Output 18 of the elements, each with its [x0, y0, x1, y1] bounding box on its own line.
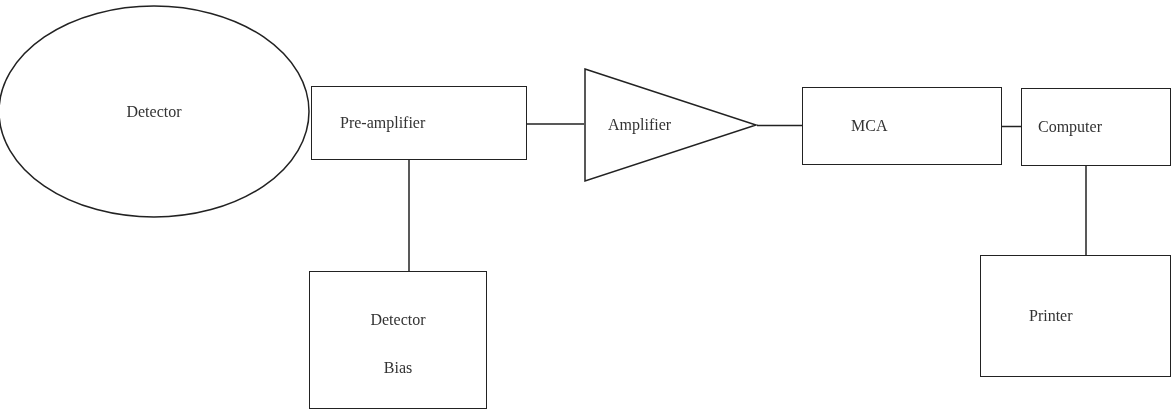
process-box: [1021, 88, 1171, 166]
process-box: [311, 86, 527, 160]
node-label: MCA: [851, 116, 888, 136]
amplifier-triangle: [584, 68, 757, 182]
connector-line: [408, 159, 410, 272]
node-label: Computer: [1038, 117, 1102, 138]
node-label: Printer: [1029, 306, 1073, 326]
connector-line: [1001, 125, 1022, 128]
connector-line: [1085, 165, 1087, 256]
process-box: [309, 271, 487, 409]
node-label: Amplifier: [608, 115, 672, 136]
connector-line: [526, 123, 585, 125]
process-box: [802, 87, 1002, 165]
node-label: Detector Bias: [369, 310, 427, 378]
node-label: Detector: [126, 101, 182, 122]
process-box: [980, 255, 1171, 377]
node-label: Pre-amplifier: [340, 113, 426, 134]
connector-line: [756, 124, 803, 127]
